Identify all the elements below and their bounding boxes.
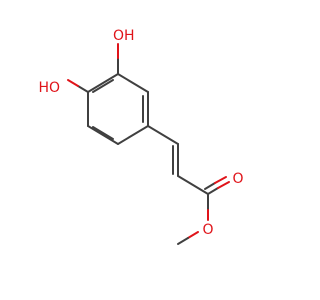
methoxy-bond-oxygen [187, 231, 199, 239]
hydroxyl-label-left: HO [38, 80, 60, 96]
carbonyl-double-bond-carbon [204, 182, 216, 190]
ring-bond-4 [87, 125, 119, 145]
ring-ho-bond-carbon [77, 85, 89, 93]
carbon-skeleton [87, 73, 209, 195]
carbonyl-oxygen-label: O [232, 171, 243, 187]
ring-bond-6 [87, 73, 119, 93]
chain-bond-1 [147, 125, 179, 145]
atom-labels: OH HO O O [38, 28, 243, 238]
ring-bond-3 [117, 125, 149, 145]
ring-inner-bond-3 [92, 79, 114, 93]
methoxy-bond-carbon [177, 237, 189, 245]
carbonyl-bond-oxygen [217, 181, 230, 189]
ring-inner-bond-2 [92, 126, 114, 140]
carbonyl-bond-carbon [207, 187, 219, 195]
carbonyl-double-bond-oxygen [214, 176, 227, 184]
chain-bond-3 [177, 175, 209, 195]
ester-oxygen-label: O [202, 222, 213, 238]
ring-ho-bond-oxygen [67, 79, 79, 87]
molecule-diagram: OH HO O O [38, 28, 244, 245]
ring-bond-1 [117, 73, 149, 93]
heteroatom-bonds [67, 43, 230, 245]
hydroxyl-label-top: OH [113, 28, 135, 44]
